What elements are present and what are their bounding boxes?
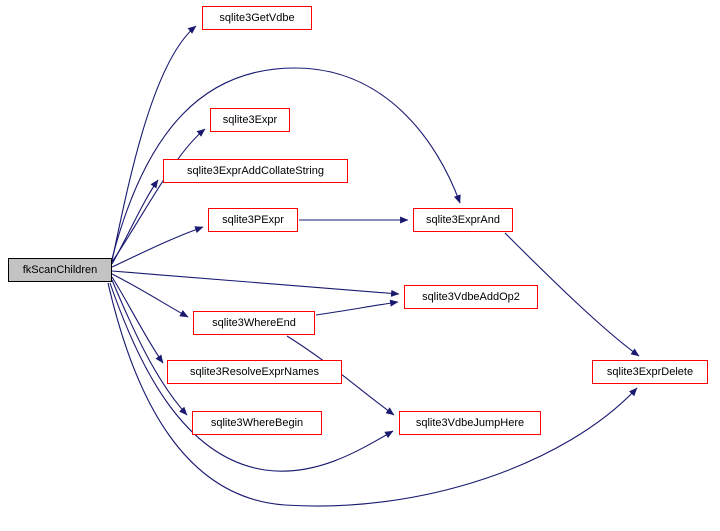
edge-fkScanChildren-sqlite3ExprAnd [111, 67, 461, 260]
node-sqlite3ExprAddCollateString[interactable]: sqlite3ExprAddCollateString [163, 159, 348, 183]
edge-fkScanChildren-sqlite3VdbeJumpHere [109, 282, 394, 472]
edge-fkScanChildren-sqlite3VdbeAddOp2 [111, 270, 400, 297]
node-sqlite3ExprDelete[interactable]: sqlite3ExprDelete [592, 360, 708, 384]
node-sqlite3ExprAnd[interactable]: sqlite3ExprAnd [413, 208, 513, 232]
edge-fkScanChildren-sqlite3ResolveExprNames [111, 276, 164, 364]
edge-fkScanChildren-sqlite3PExpr [111, 226, 204, 268]
edge-sqlite3ExprAnd-sqlite3ExprDelete [504, 232, 640, 357]
node-sqlite3VdbeJumpHere[interactable]: sqlite3VdbeJumpHere [399, 411, 541, 435]
node-sqlite3WhereBegin[interactable]: sqlite3WhereBegin [192, 411, 322, 435]
edge-fkScanChildren-sqlite3GetVdbe [111, 25, 197, 262]
node-sqlite3WhereEnd[interactable]: sqlite3WhereEnd [193, 311, 315, 335]
edge-sqlite3WhereEnd-sqlite3VdbeJumpHere [286, 335, 395, 416]
edge-fkScanChildren-sqlite3ExprAddCollateString [111, 179, 159, 265]
edge-fkScanChildren-sqlite3WhereBegin [111, 279, 188, 416]
node-sqlite3Expr[interactable]: sqlite3Expr [210, 108, 290, 132]
edge-fkScanChildren-sqlite3WhereEnd [111, 273, 189, 318]
node-sqlite3GetVdbe[interactable]: sqlite3GetVdbe [202, 6, 312, 30]
node-sqlite3PExpr[interactable]: sqlite3PExpr [208, 208, 298, 232]
edge-fkScanChildren-sqlite3ExprDelete [107, 282, 638, 507]
edge-sqlite3WhereEnd-sqlite3VdbeAddOp2 [315, 299, 399, 316]
node-sqlite3ResolveExprNames[interactable]: sqlite3ResolveExprNames [167, 360, 342, 384]
node-sqlite3VdbeAddOp2[interactable]: sqlite3VdbeAddOp2 [404, 285, 538, 309]
node-fkScanChildren: fkScanChildren [8, 258, 112, 282]
